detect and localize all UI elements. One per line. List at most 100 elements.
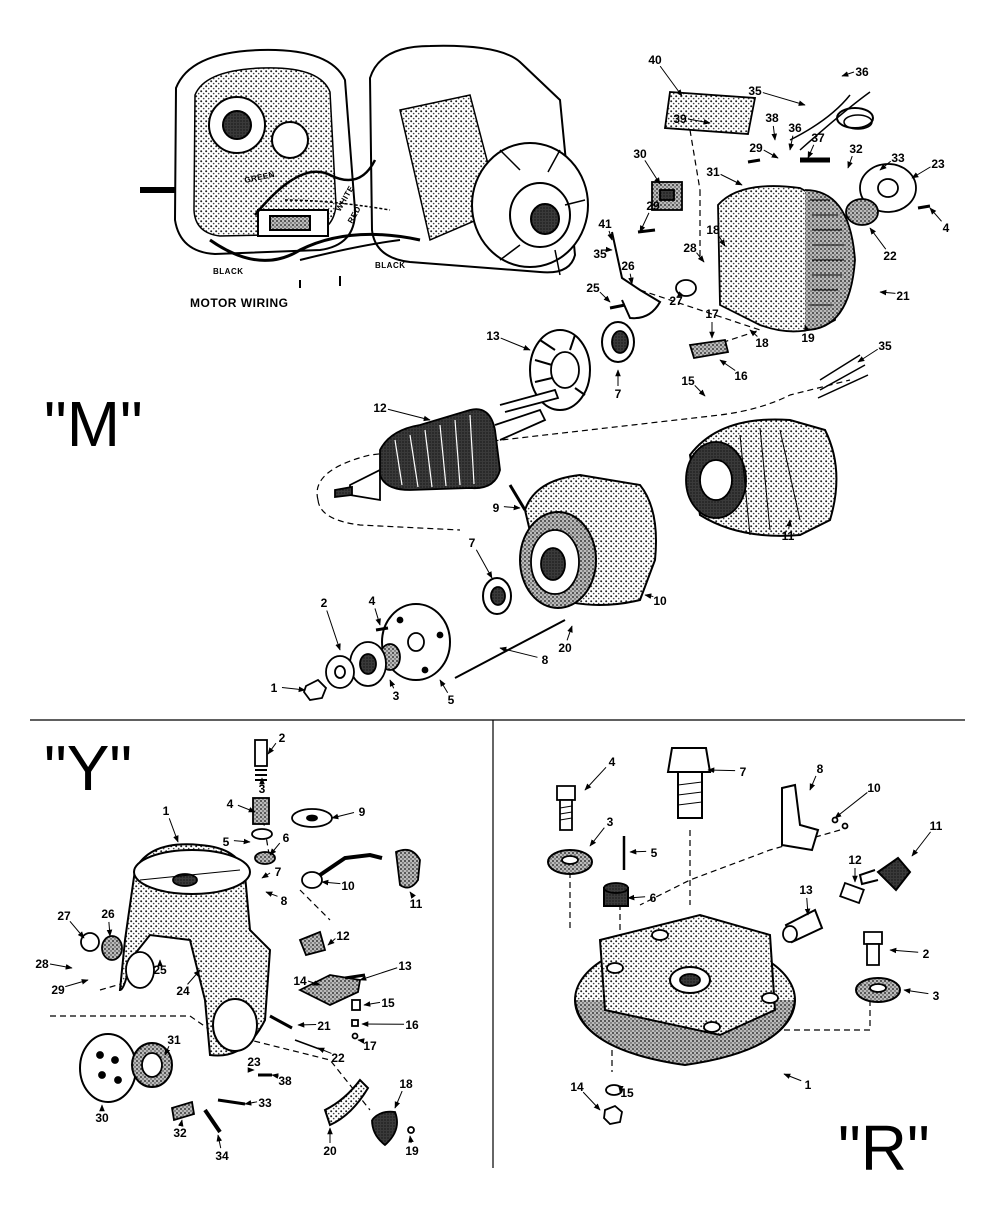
- callout-leader-arrow: [389, 679, 396, 689]
- callout-leader-arrow: [394, 1090, 403, 1109]
- callout-number: 4: [227, 797, 234, 811]
- r-callout-5: 3: [589, 815, 614, 847]
- callout-leader-arrow: [869, 227, 887, 250]
- callout-number: 8: [281, 894, 288, 908]
- callout-number: 32: [173, 1126, 187, 1140]
- y-callout-25: 22: [317, 1047, 345, 1065]
- m-callout-28: 19: [801, 324, 815, 345]
- callout-leader-arrow: [49, 963, 73, 970]
- callout-number: 34: [215, 1149, 229, 1163]
- callout-leader-arrow: [261, 872, 271, 879]
- callout-number: 11: [782, 529, 795, 543]
- callout-leader-arrow: [582, 1091, 601, 1111]
- callout-number: 12: [336, 929, 350, 943]
- callout-leader-arrow: [841, 71, 855, 77]
- y-callout-27: 38: [271, 1073, 292, 1088]
- section-m-letter: "M": [44, 388, 143, 460]
- callout-number: 28: [35, 957, 49, 971]
- callout-leader-arrow: [359, 967, 398, 981]
- r-callout-4: 10: [834, 781, 881, 819]
- callout-leader-arrow: [307, 980, 321, 986]
- callout-leader-arrow: [297, 1022, 317, 1028]
- y-callout-2: 3: [259, 777, 266, 796]
- callout-number: 1: [163, 804, 170, 818]
- callout-number: 18: [399, 1077, 413, 1091]
- callout-leader-arrow: [357, 1038, 365, 1044]
- callout-number: 29: [51, 983, 65, 997]
- m-callout-13: 31: [706, 165, 743, 186]
- callout-number: 38: [765, 111, 779, 125]
- callout-leader-arrow: [627, 894, 646, 901]
- callout-number: 35: [748, 84, 762, 98]
- callout-leader-arrow: [809, 775, 817, 791]
- callout-leader-arrow: [639, 212, 650, 233]
- m-callout-21: 22: [869, 227, 897, 263]
- r-callout-12: 3: [903, 988, 940, 1003]
- m-callout-29: 18: [749, 329, 769, 350]
- callout-leader-arrow: [804, 324, 810, 332]
- callout-number: 29: [749, 141, 763, 155]
- y-callout-30: 31: [164, 1033, 181, 1056]
- y-callout-28: 18: [394, 1077, 413, 1109]
- callout-number: 10: [653, 594, 667, 608]
- section-y-exploded-view: [50, 739, 421, 1147]
- callout-leader-arrow: [271, 1073, 279, 1079]
- callout-number: 12: [373, 401, 387, 415]
- callout-number: 2: [279, 731, 286, 745]
- callout-leader-arrow: [589, 827, 605, 847]
- callout-number: 27: [57, 909, 71, 923]
- m-callout-2: 36: [841, 65, 869, 79]
- m-callout-24: 21: [879, 289, 910, 303]
- callout-leader-arrow: [566, 625, 573, 641]
- callout-leader-arrow: [321, 879, 341, 886]
- callout-number: 41: [598, 217, 612, 231]
- callout-number: 5: [223, 835, 230, 849]
- callout-leader-arrow: [233, 838, 251, 845]
- callout-leader-arrow: [786, 519, 792, 529]
- y-callout-15: 28: [35, 957, 73, 971]
- callout-number: 39: [673, 112, 687, 126]
- callout-leader-arrow: [267, 742, 277, 755]
- callout-number: 3: [607, 815, 614, 829]
- callout-number: 24: [176, 984, 190, 998]
- callout-leader-arrow: [720, 173, 743, 186]
- callout-number: 5: [448, 693, 455, 707]
- y-callout-33: 34: [215, 1134, 229, 1163]
- callout-leader-arrow: [475, 549, 493, 579]
- callout-leader-arrow: [788, 135, 794, 151]
- y-callout-18: 13: [359, 959, 412, 981]
- callout-number: 3: [259, 782, 266, 796]
- motor-exploded-view: [302, 91, 931, 701]
- callout-number: 6: [650, 891, 657, 905]
- callout-number: 21: [317, 1019, 331, 1033]
- callout-leader-arrow: [644, 160, 661, 185]
- callout-number: 31: [167, 1033, 181, 1047]
- callout-leader-arrow: [804, 897, 811, 916]
- r-callout-3: 8: [809, 762, 824, 791]
- y-callout-12: 27: [57, 909, 85, 939]
- wire-label-black-right: BLACK: [375, 261, 406, 270]
- callout-leader-arrow: [694, 384, 706, 397]
- y-callout-16: 25: [153, 959, 167, 977]
- callout-leader-arrow: [762, 92, 806, 106]
- r-callout-8: 12: [848, 853, 862, 883]
- m-callout-25: 17: [705, 307, 719, 339]
- callout-leader-arrow: [911, 166, 931, 179]
- y-callout-10: 10: [321, 879, 355, 893]
- y-callout-32: 32: [173, 1119, 187, 1140]
- callout-leader-arrow: [807, 144, 815, 159]
- callout-number: 17: [363, 1039, 377, 1053]
- y-callout-20: 14: [293, 974, 321, 988]
- callout-leader-arrow: [719, 359, 736, 371]
- callout-number: 4: [609, 755, 616, 769]
- callout-number: 12: [848, 853, 862, 867]
- callout-number: 17: [705, 307, 719, 321]
- y-callout-4: 9: [331, 805, 366, 820]
- m-callout-40: 20: [558, 625, 573, 655]
- callout-leader-arrow: [69, 921, 85, 939]
- callout-number: 4: [369, 594, 376, 608]
- m-callout-37: 4: [369, 594, 381, 626]
- callout-number: 27: [669, 294, 683, 308]
- callout-leader-arrow: [718, 235, 726, 247]
